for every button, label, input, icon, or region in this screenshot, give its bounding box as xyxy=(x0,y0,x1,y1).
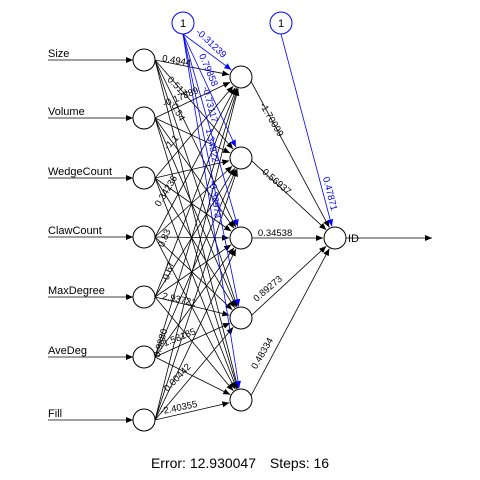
output-node xyxy=(323,226,347,250)
weight-hidden-3-to-output: 0.34538 xyxy=(258,228,292,239)
input-node-volume xyxy=(132,106,156,130)
bias-edge-to-output xyxy=(280,33,334,227)
edge-fill-to-hidden-3 xyxy=(154,248,237,421)
input-node-avedeg xyxy=(132,345,156,369)
steps-label: Steps: 16 xyxy=(270,455,329,471)
edge-size-to-hidden-3 xyxy=(154,59,237,228)
bias-weight-to-output: 0.47871 xyxy=(320,176,339,212)
hidden-node-4 xyxy=(229,306,253,330)
input-node-fill xyxy=(132,408,156,432)
bias-node-label-2: 1 xyxy=(278,18,284,30)
edge-size-to-hidden-4 xyxy=(154,59,238,307)
edge-maxdegree-to-hidden-3 xyxy=(154,244,232,298)
edge-volume-to-hidden-1 xyxy=(154,81,231,119)
node-layer xyxy=(132,11,347,432)
bias-node-label-1: 1 xyxy=(180,18,186,30)
edge-wedgecount-to-hidden-1 xyxy=(154,85,234,179)
hidden-node-3 xyxy=(229,226,253,250)
weight-size-to-hidden-1: 0.4944 xyxy=(161,53,192,69)
weight-maxdegree-to-hidden-1: 0.83 xyxy=(156,228,174,249)
weight-maxdegree-to-hidden-4: 2.93721 xyxy=(161,291,197,309)
input-label-avedeg: AveDeg xyxy=(48,345,87,357)
hidden-node-5 xyxy=(229,388,253,412)
input-label-clawcount: ClawCount xyxy=(48,225,102,237)
input-label-wedgecount: WedgeCount xyxy=(48,166,112,178)
edge-volume-to-hidden-5 xyxy=(154,117,239,389)
weight-fill-to-hidden-4: 0.00442 xyxy=(162,362,194,394)
input-node-clawcount xyxy=(132,225,156,249)
bias-edge-to-hidden-1 xyxy=(182,33,232,71)
connection-layer xyxy=(48,33,432,423)
edge-wedgecount-to-hidden-2 xyxy=(154,159,230,179)
bias-edge-to-hidden-5 xyxy=(182,33,241,389)
edge-fill-to-hidden-4 xyxy=(154,326,234,421)
weight-hidden-5-to-output: 0.48334 xyxy=(249,336,276,371)
input-node-wedgecount xyxy=(132,166,156,190)
edge-maxdegree-to-hidden-5 xyxy=(154,296,234,392)
edge-volume-to-hidden-2 xyxy=(154,117,231,154)
edge-wedgecount-to-hidden-4 xyxy=(154,177,236,308)
edge-size-to-hidden-5 xyxy=(154,59,240,389)
edge-volume-to-hidden-3 xyxy=(154,117,235,229)
input-label-fill: Fill xyxy=(48,408,62,420)
edge-maxdegree-to-hidden-2 xyxy=(154,167,236,298)
edge-wedgecount-to-hidden-3 xyxy=(154,177,232,232)
edge-fill-to-hidden-5 xyxy=(154,401,230,421)
bias-edge-to-hidden-4 xyxy=(182,33,241,307)
edge-hidden-5-to-output xyxy=(248,248,330,401)
edge-clawcount-to-hidden-2 xyxy=(154,165,233,238)
edge-fill-to-hidden-1 xyxy=(154,88,240,421)
bias-edge-to-hidden-2 xyxy=(182,33,237,148)
edge-volume-to-hidden-4 xyxy=(154,117,237,308)
weight-hidden-2-to-output: -0.56937 xyxy=(257,165,293,198)
edge-avedeg-to-hidden-3 xyxy=(154,247,235,358)
bias-weight-to-hidden-3: -0.73117 xyxy=(200,85,220,123)
edge-hidden-2-to-output xyxy=(248,157,327,231)
bias-edge-to-hidden-3 xyxy=(182,33,239,227)
edge-maxdegree-to-hidden-1 xyxy=(154,88,238,298)
output-label: ID xyxy=(348,233,359,245)
edge-hidden-4-to-output xyxy=(248,245,327,319)
edge-clawcount-to-hidden-4 xyxy=(154,236,233,311)
edge-hidden-1-to-output xyxy=(248,76,330,228)
weight-avedeg-to-hidden-1: -0.67 xyxy=(160,260,177,284)
edge-avedeg-to-hidden-1 xyxy=(154,88,239,358)
bias-node-1 xyxy=(171,11,195,35)
footer-text: Error: 12.930047 Steps: 16 xyxy=(151,455,329,471)
hidden-node-1 xyxy=(229,65,253,89)
edge-clawcount-to-hidden-1 xyxy=(154,87,236,238)
input-node-maxdegree xyxy=(132,285,156,309)
edge-fill-to-hidden-2 xyxy=(154,169,238,421)
edge-avedeg-to-hidden-2 xyxy=(154,168,237,358)
weight-hidden-1-to-output: -1.70099 xyxy=(257,101,285,139)
hidden-node-2 xyxy=(229,146,253,170)
input-label-volume: Volume xyxy=(48,106,85,118)
input-label-size: Size xyxy=(48,48,69,60)
bias-node-2 xyxy=(269,11,293,35)
input-node-size xyxy=(132,48,156,72)
input-label-maxdegree: MaxDegree xyxy=(48,285,105,297)
edge-wedgecount-to-hidden-5 xyxy=(154,177,238,389)
error-label: Error: 12.930047 xyxy=(151,455,256,471)
